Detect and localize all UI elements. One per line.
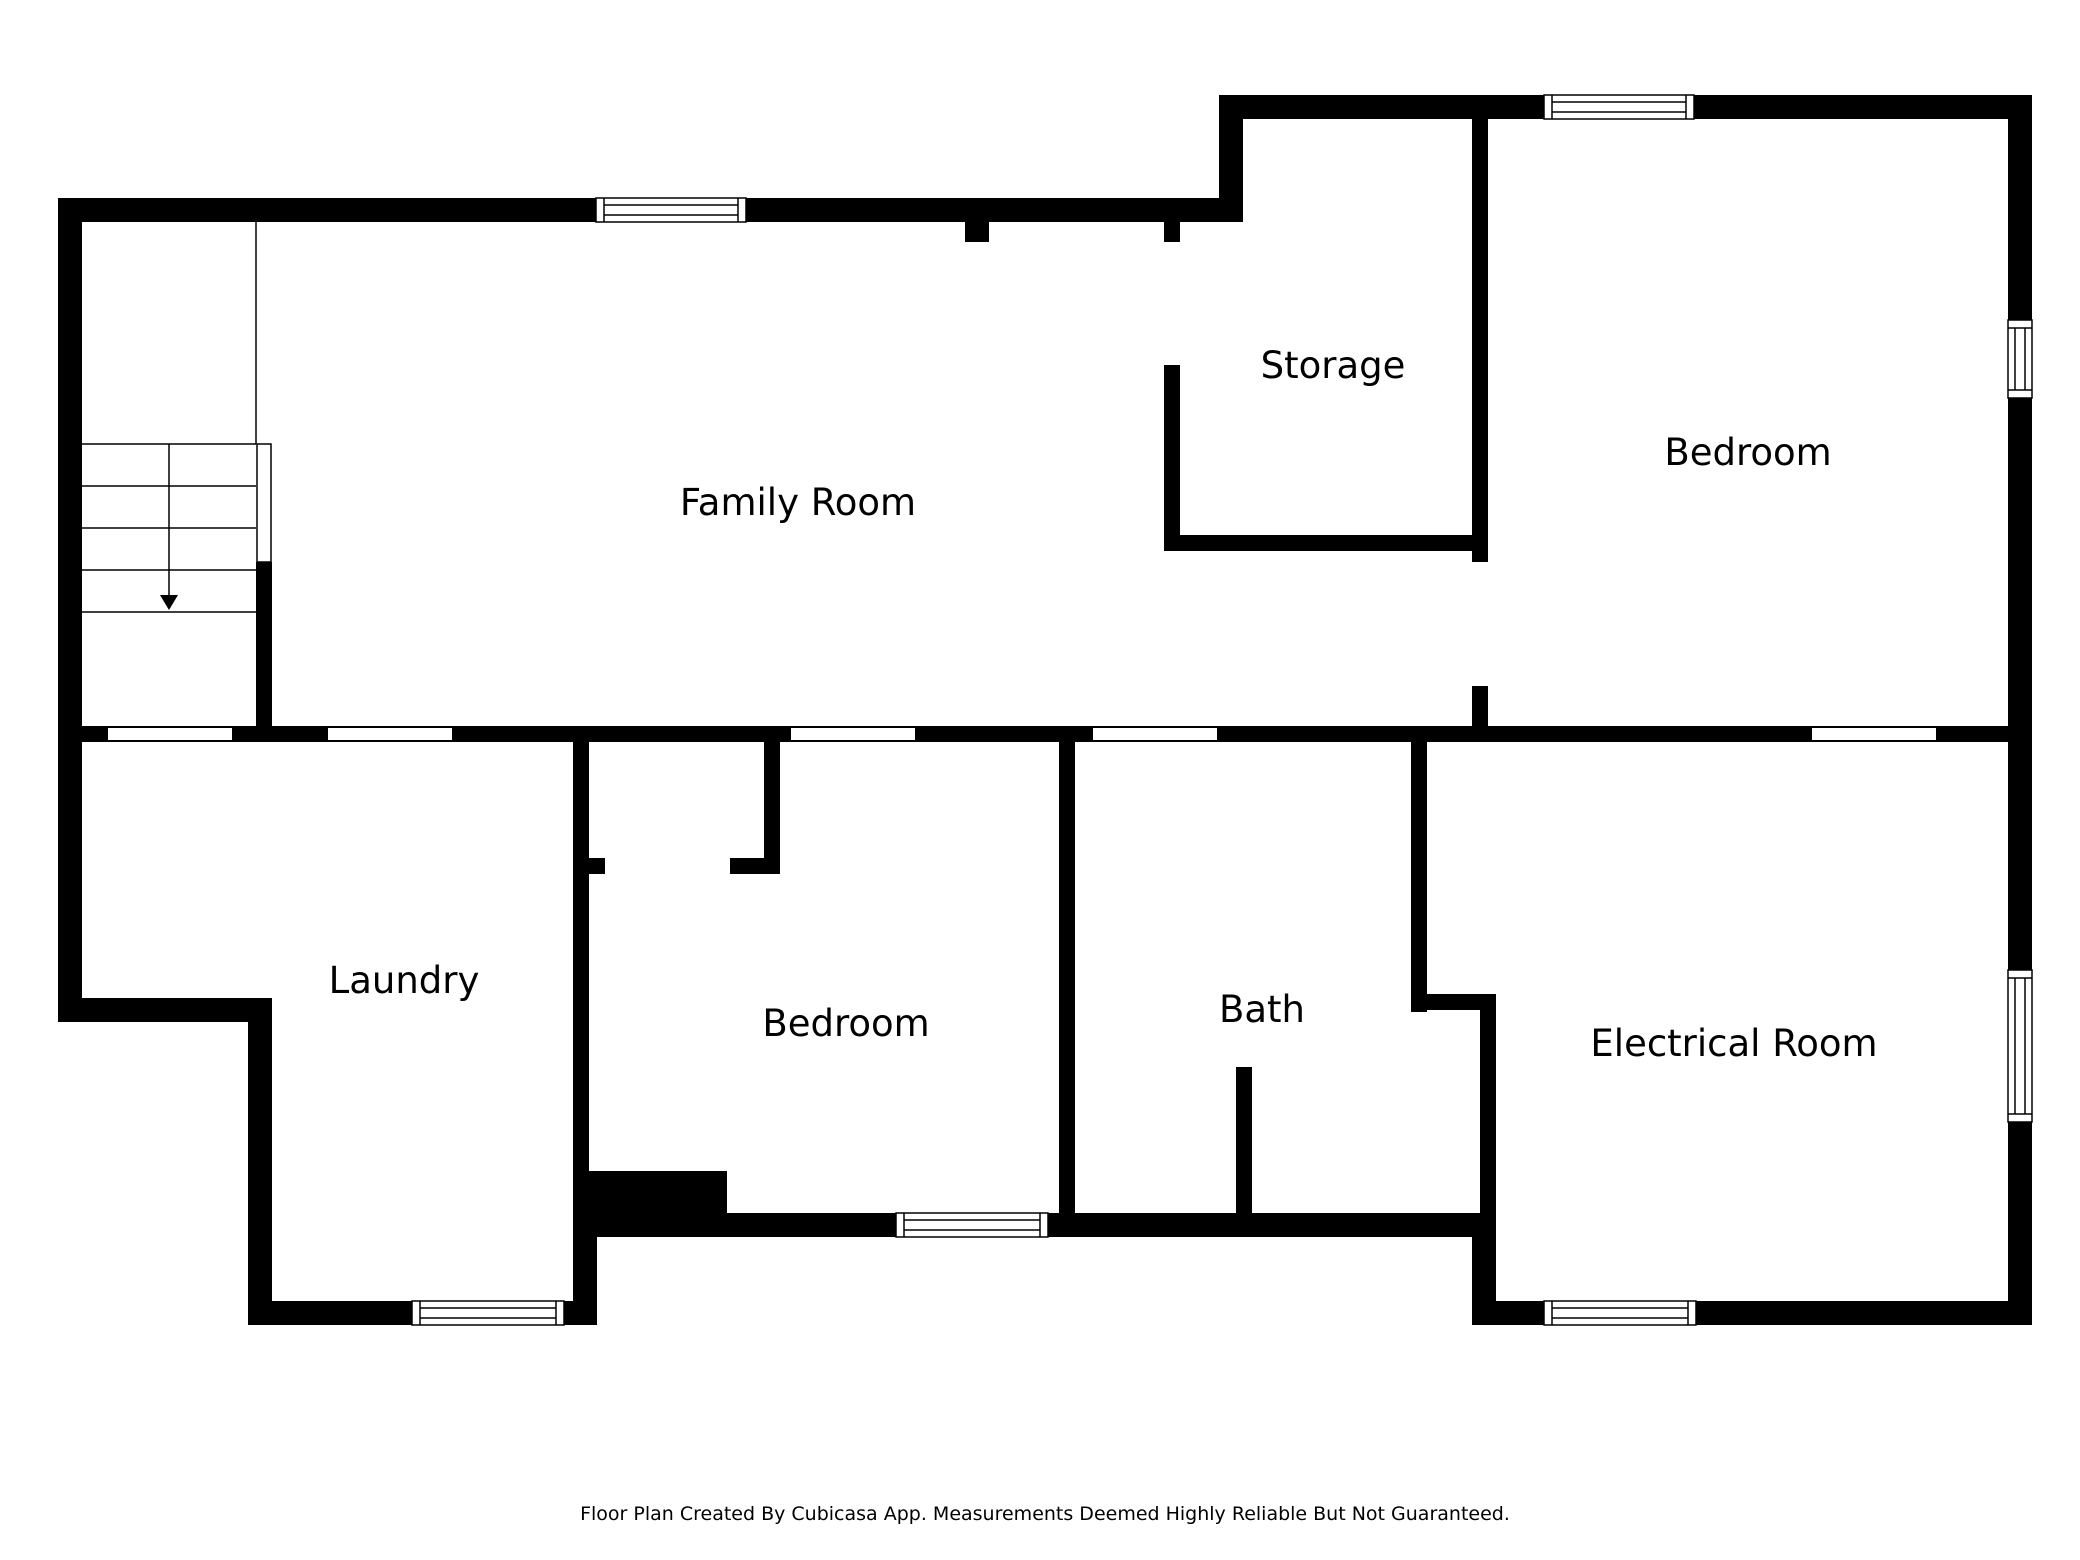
door-openings <box>108 728 1936 872</box>
windows <box>411 94 2033 1326</box>
wall-storage-bottom <box>1164 535 1482 551</box>
wall-closet-bottom-right <box>730 858 780 874</box>
window-electrical-right <box>2007 969 2033 1123</box>
room-label-storage: Storage <box>1261 344 1406 387</box>
door-opening-laundry <box>328 728 452 740</box>
door-opening-stair <box>108 728 232 740</box>
wall-storage-right <box>1472 110 1488 562</box>
wall-laundry-left <box>248 998 272 1325</box>
room-label-bath: Bath <box>1219 988 1305 1031</box>
stair-rail <box>256 443 272 563</box>
wall-bath-stub <box>1236 1067 1252 1237</box>
window-electrical-bottom <box>1543 1300 1697 1326</box>
wall-storage-left <box>1164 365 1180 551</box>
wall-electrical-left-lower <box>1480 994 1496 1237</box>
room-label-electrical-room: Electrical Room <box>1590 1022 1877 1065</box>
wall-electrical-step <box>1411 994 1496 1010</box>
wall-left <box>58 198 82 1022</box>
door-opening-electrical <box>1812 728 1936 740</box>
room-label-bedroom-right: Bedroom <box>1664 431 1831 474</box>
wall-closet-bottom-left <box>573 858 605 874</box>
footer-disclaimer: Floor Plan Created By Cubicasa App. Meas… <box>580 1503 1510 1525</box>
door-opening-bath <box>1093 728 1217 740</box>
wall-right <box>2008 95 2032 1325</box>
wall-laundry-right <box>573 726 589 1237</box>
wall-bedroom-left-lower <box>1472 686 1488 742</box>
room-label-laundry: Laundry <box>329 959 480 1002</box>
window-bedroom-top <box>1543 94 1695 120</box>
room-labels: Family Room Storage Bedroom Laundry Bedr… <box>329 344 1878 1065</box>
door-opening-closet <box>607 860 730 872</box>
wall-electrical-left <box>1411 742 1427 1012</box>
wall-middle-horizontal <box>58 726 2032 742</box>
window-bedroom-bottom <box>895 1212 1049 1238</box>
wall-closet-right <box>764 726 780 874</box>
wall-bedroom-block <box>589 1171 727 1221</box>
room-label-family-room: Family Room <box>680 481 916 524</box>
stairs-down-arrow-icon <box>160 595 178 610</box>
window-bedroom-right <box>2007 319 2033 399</box>
wall-nub-top <box>965 210 989 242</box>
room-label-bedroom-center: Bedroom <box>762 1002 929 1045</box>
window-laundry-bottom <box>411 1300 565 1326</box>
wall-stair-side <box>256 562 272 742</box>
wall-storage-left-upper <box>1164 210 1180 242</box>
wall-bedroom-right <box>1059 726 1075 1237</box>
door-opening-bedroom-center <box>791 728 915 740</box>
stairs <box>82 222 272 613</box>
window-family-room <box>595 197 747 223</box>
wall-laundry-step <box>58 998 272 1022</box>
